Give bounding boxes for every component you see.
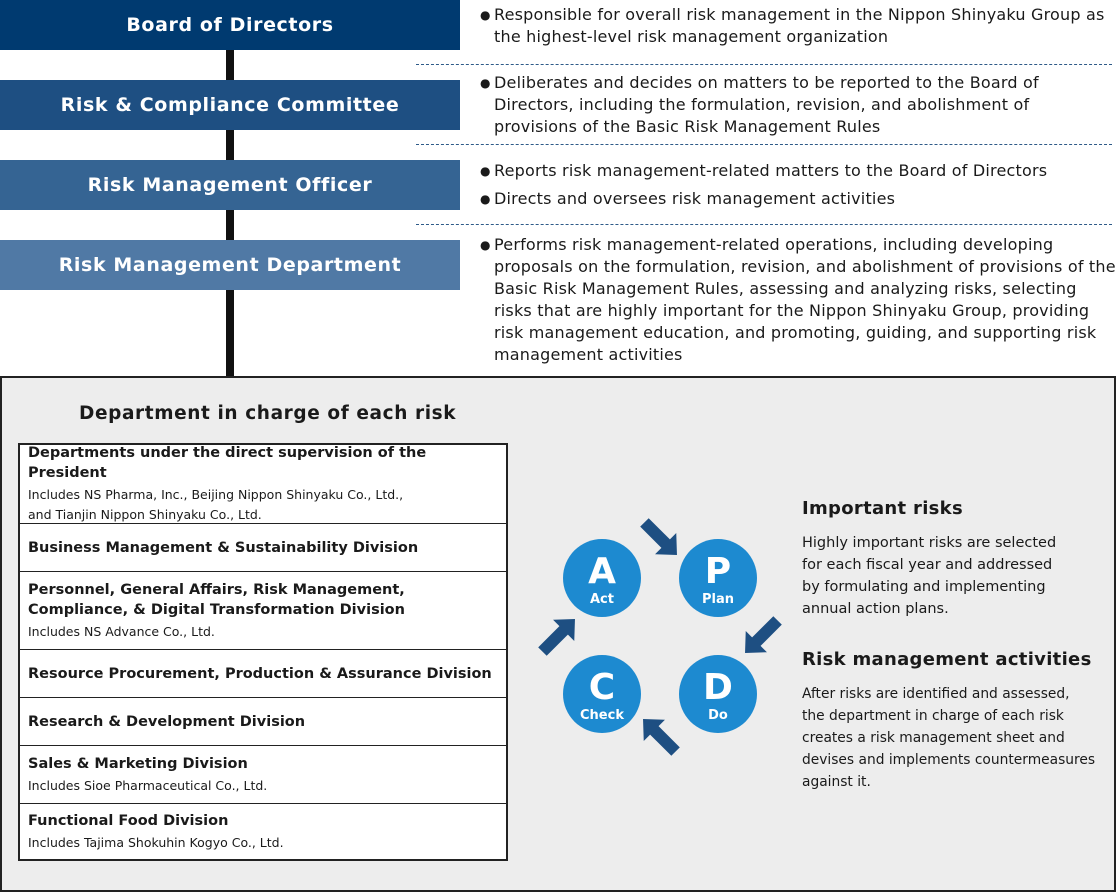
bullet-dot-icon: ●: [480, 192, 491, 206]
affiliate-line: Includes NS Pharma, Inc., Beijing Nippon…: [28, 487, 404, 502]
cycle-arrow-icon: [745, 616, 782, 653]
board-of-directors-title: Board of Directors: [126, 14, 334, 36]
department-name: Functional Food Division: [28, 812, 229, 829]
bullet-dot-icon: ●: [480, 164, 491, 178]
pdca-letter: C: [589, 667, 615, 708]
risk-management-officer-box: Risk Management Officer: [0, 160, 460, 210]
pdca-cycle-diagram: A Act P Plan D Do C Check: [538, 518, 782, 756]
committee-description: ●Deliberates and decides on matters to b…: [480, 72, 1116, 144]
cycle-arrow-icon: [643, 719, 680, 756]
department-affiliates: Includes NS Advance Co., Ltd.: [28, 622, 498, 642]
affiliate-line: Includes Sioe Pharmaceutical Co., Ltd.: [28, 777, 268, 793]
department-row: Resource Procurement, Production & Assur…: [20, 649, 506, 697]
department-name: Resource Procurement, Production & Assur…: [28, 665, 492, 682]
pdca-label: Plan: [702, 592, 734, 607]
text-line: against it.: [802, 774, 871, 790]
pdca-letter: P: [705, 551, 731, 592]
text-line: creates a risk management sheet and: [802, 730, 1065, 746]
panel-title: Department in charge of each risk: [79, 403, 457, 424]
risk-management-department-box: Risk Management Department: [0, 240, 460, 290]
department-affiliates: Includes Tajima Shokuhin Kogyo Co., Ltd.: [28, 833, 498, 853]
risk-management-officer-title: Risk Management Officer: [87, 174, 373, 196]
department-name: Personnel, General Affairs, Risk Managem…: [28, 581, 405, 618]
text-line: for each fiscal year and addressed: [802, 557, 1053, 573]
text-line: annual action plans.: [802, 601, 949, 617]
dashed-divider: [416, 64, 1112, 65]
text-line: by formulating and implementing: [802, 579, 1046, 595]
department-row: Business Management & Sustainability Div…: [20, 523, 506, 571]
dashed-divider: [416, 144, 1112, 145]
affiliate-line: Includes NS Advance Co., Ltd.: [28, 623, 215, 639]
text-line: Highly important risks are selected: [802, 535, 1057, 551]
activities-title: Risk management activities: [802, 649, 1092, 670]
text-line: devises and implements countermeasures: [802, 752, 1096, 768]
pdca-act-node: A Act: [563, 539, 641, 617]
department-row: Departments under the direct supervision…: [20, 445, 506, 523]
pdca-plan-node: P Plan: [679, 539, 757, 617]
pdca-check-node: C Check: [563, 655, 641, 733]
description-bullet: ●Responsible for overall risk management…: [480, 4, 1116, 48]
pdca-letter: A: [588, 551, 616, 592]
description-text: Reports risk management-related matters …: [494, 161, 1048, 180]
pdca-letter: D: [703, 667, 733, 708]
cycle-arrow-icon: [640, 518, 677, 555]
description-text: Directs and oversees risk management act…: [494, 189, 896, 208]
board-of-directors-box: Board of Directors: [0, 0, 460, 50]
risk-management-department-title: Risk Management Department: [58, 254, 402, 276]
department-row: Sales & Marketing Division Includes Sioe…: [20, 745, 506, 803]
affiliate-line: and Tianjin Nippon Shinyaku Co., Ltd.: [28, 507, 262, 522]
department-row: Personnel, General Affairs, Risk Managem…: [20, 571, 506, 649]
pdca-label: Check: [580, 708, 624, 723]
dashed-divider: [416, 224, 1112, 225]
text-line: the department in charge of each risk: [802, 708, 1064, 724]
description-text: Deliberates and decides on matters to be…: [494, 73, 1039, 136]
description-text: Responsible for overall risk management …: [494, 5, 1105, 46]
department-table: Departments under the direct supervision…: [18, 443, 508, 861]
important-risks-text: Highly important risks are selected for …: [802, 532, 1112, 620]
affiliate-line: Includes Tajima Shokuhin Kogyo Co., Ltd.: [28, 834, 284, 850]
description-text: Performs risk management-related operati…: [494, 235, 1116, 364]
pdca-do-node: D Do: [679, 655, 757, 733]
department-affiliates: Includes Sioe Pharmaceutical Co., Ltd.: [28, 776, 498, 796]
description-bullet: ●Reports risk management-related matters…: [480, 160, 1116, 182]
officer-description: ●Reports risk management-related matters…: [480, 160, 1116, 216]
department-row: Functional Food Division Includes Tajima…: [20, 803, 506, 859]
bullet-dot-icon: ●: [480, 76, 491, 90]
department-name: Research & Development Division: [28, 713, 306, 730]
activities-text: After risks are identified and assessed,…: [802, 683, 1112, 793]
description-bullet: ●Directs and oversees risk management ac…: [480, 188, 1116, 210]
department-name: Sales & Marketing Division: [28, 755, 248, 772]
department-name: Departments under the direct supervision…: [28, 445, 427, 481]
description-bullet: ●Deliberates and decides on matters to b…: [480, 72, 1116, 138]
department-name: Business Management & Sustainability Div…: [28, 539, 419, 556]
bullet-dot-icon: ●: [480, 8, 491, 22]
description-bullet: ●Performs risk management-related operat…: [480, 234, 1116, 366]
pdca-label: Do: [708, 708, 728, 723]
bullet-dot-icon: ●: [480, 238, 491, 252]
risk-compliance-committee-title: Risk & Compliance Committee: [60, 94, 400, 116]
cycle-arrow-icon: [538, 619, 575, 656]
department-affiliates: Includes NS Pharma, Inc., Beijing Nippon…: [28, 485, 498, 525]
board-of-directors-description: ●Responsible for overall risk management…: [480, 4, 1116, 54]
hierarchy-connector-line: [226, 48, 234, 378]
risk-compliance-committee-box: Risk & Compliance Committee: [0, 80, 460, 130]
department-row: Research & Development Division: [20, 697, 506, 745]
department-description: ●Performs risk management-related operat…: [480, 234, 1116, 372]
pdca-label: Act: [590, 592, 614, 607]
important-risks-title: Important risks: [802, 498, 963, 519]
text-line: After risks are identified and assessed,: [802, 686, 1070, 702]
